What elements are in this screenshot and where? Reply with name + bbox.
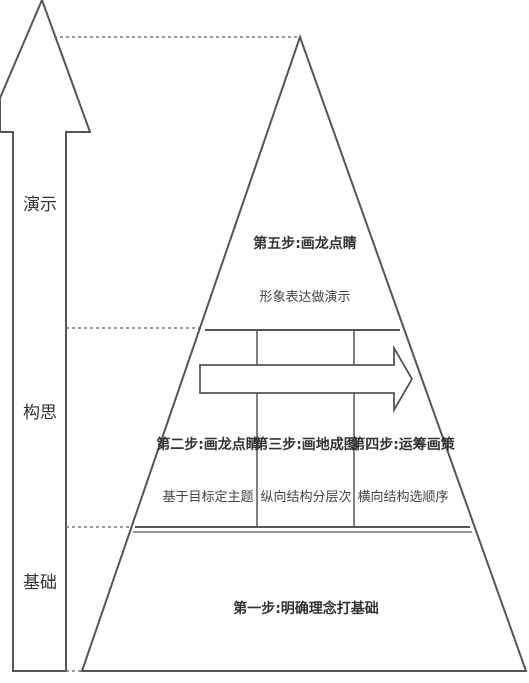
top-tier-title: 第五步:画龙点睛 [253,236,357,252]
top-tier-subtitle: 形象表达做演示 [259,290,351,305]
pyramid-outline [80,33,528,672]
middle-tier-subtitle-1: 基于目标定主题 [162,490,254,505]
axis-label-demo: 演示 [23,195,57,215]
bottom-tier-title: 第一步:明确理念打基础 [233,601,379,617]
middle-tier-subtitle-2: 纵向结构分层次 [260,490,352,505]
middle-tier-title-2: 第三步:画地成图 [254,437,358,453]
middle-tier-title-1: 第二步:画龙点睛 [156,437,260,453]
middle-tier-title-3: 第四步:运筹画策 [351,437,455,453]
right-arrow-icon [199,344,414,414]
axis-label-concept: 构思 [23,403,57,423]
middle-tier-subtitle-3: 横向结构选顺序 [357,490,449,505]
axis-label-foundation: 基础 [23,573,57,593]
up-arrow-icon [0,0,92,672]
